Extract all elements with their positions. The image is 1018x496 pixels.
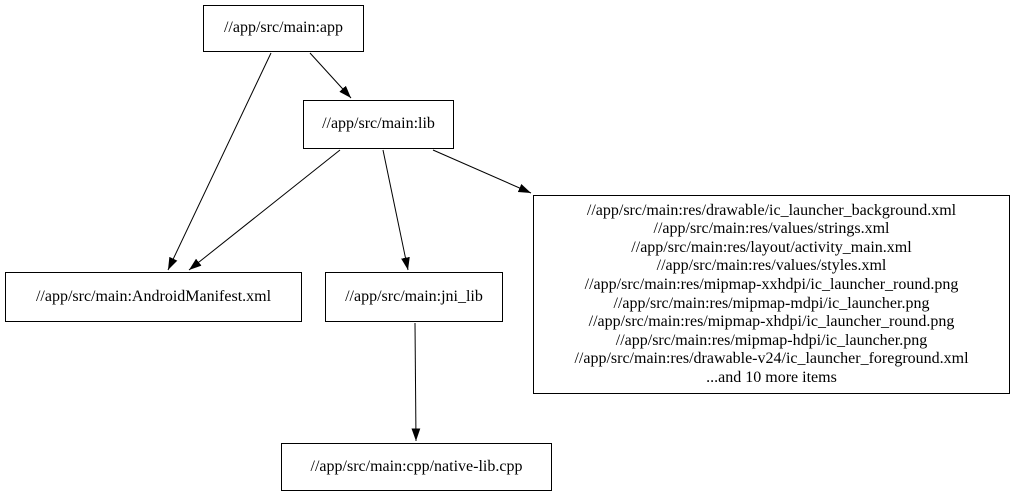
res-file-line: //app/src/main:res/drawable/ic_launcher_…: [586, 201, 957, 219]
node-android-manifest-label: //app/src/main:AndroidManifest.xml: [35, 287, 272, 305]
res-file-line: //app/src/main:res/mipmap-xxhdpi/ic_laun…: [584, 275, 959, 293]
node-android-manifest: //app/src/main:AndroidManifest.xml: [5, 272, 302, 322]
node-jni-lib: //app/src/main:jni_lib: [325, 272, 503, 322]
res-file-line: //app/src/main:res/values/styles.xml: [656, 257, 887, 275]
node-res-files: //app/src/main:res/drawable/ic_launcher_…: [533, 195, 1010, 394]
res-file-line: //app/src/main:res/mipmap-xhdpi/ic_launc…: [588, 313, 955, 331]
node-app: //app/src/main:app: [203, 5, 364, 52]
node-lib-label: //app/src/main:lib: [322, 115, 435, 133]
edge-app-to-lib: [309, 52, 352, 99]
res-file-line: //app/src/main:res/mipmap-hdpi/ic_launch…: [615, 331, 928, 349]
res-file-line: //app/src/main:res/mipmap-mdpi/ic_launch…: [613, 294, 930, 312]
res-file-line: //app/src/main:res/drawable-v24/ic_launc…: [574, 350, 969, 368]
edge-app-to-manifest: [167, 52, 272, 271]
edge-lib-to-jni-lib: [382, 149, 410, 271]
node-lib: //app/src/main:lib: [303, 100, 454, 149]
node-jni-lib-label: //app/src/main:jni_lib: [345, 287, 483, 305]
node-native-lib-cpp: //app/src/main:cpp/native-lib.cpp: [281, 443, 552, 491]
res-file-line: //app/src/main:res/layout/activity_main.…: [631, 238, 912, 256]
node-native-lib-cpp-label: //app/src/main:cpp/native-lib.cpp: [310, 457, 523, 475]
edge-lib-to-manifest: [188, 149, 341, 271]
res-file-line: //app/src/main:res/values/strings.xml: [653, 220, 890, 238]
res-more-items-line: ...and 10 more items: [706, 368, 837, 386]
edge-lib-to-res: [432, 149, 532, 194]
node-app-label: //app/src/main:app: [223, 19, 344, 37]
edge-jni-lib-to-native: [411, 322, 421, 442]
